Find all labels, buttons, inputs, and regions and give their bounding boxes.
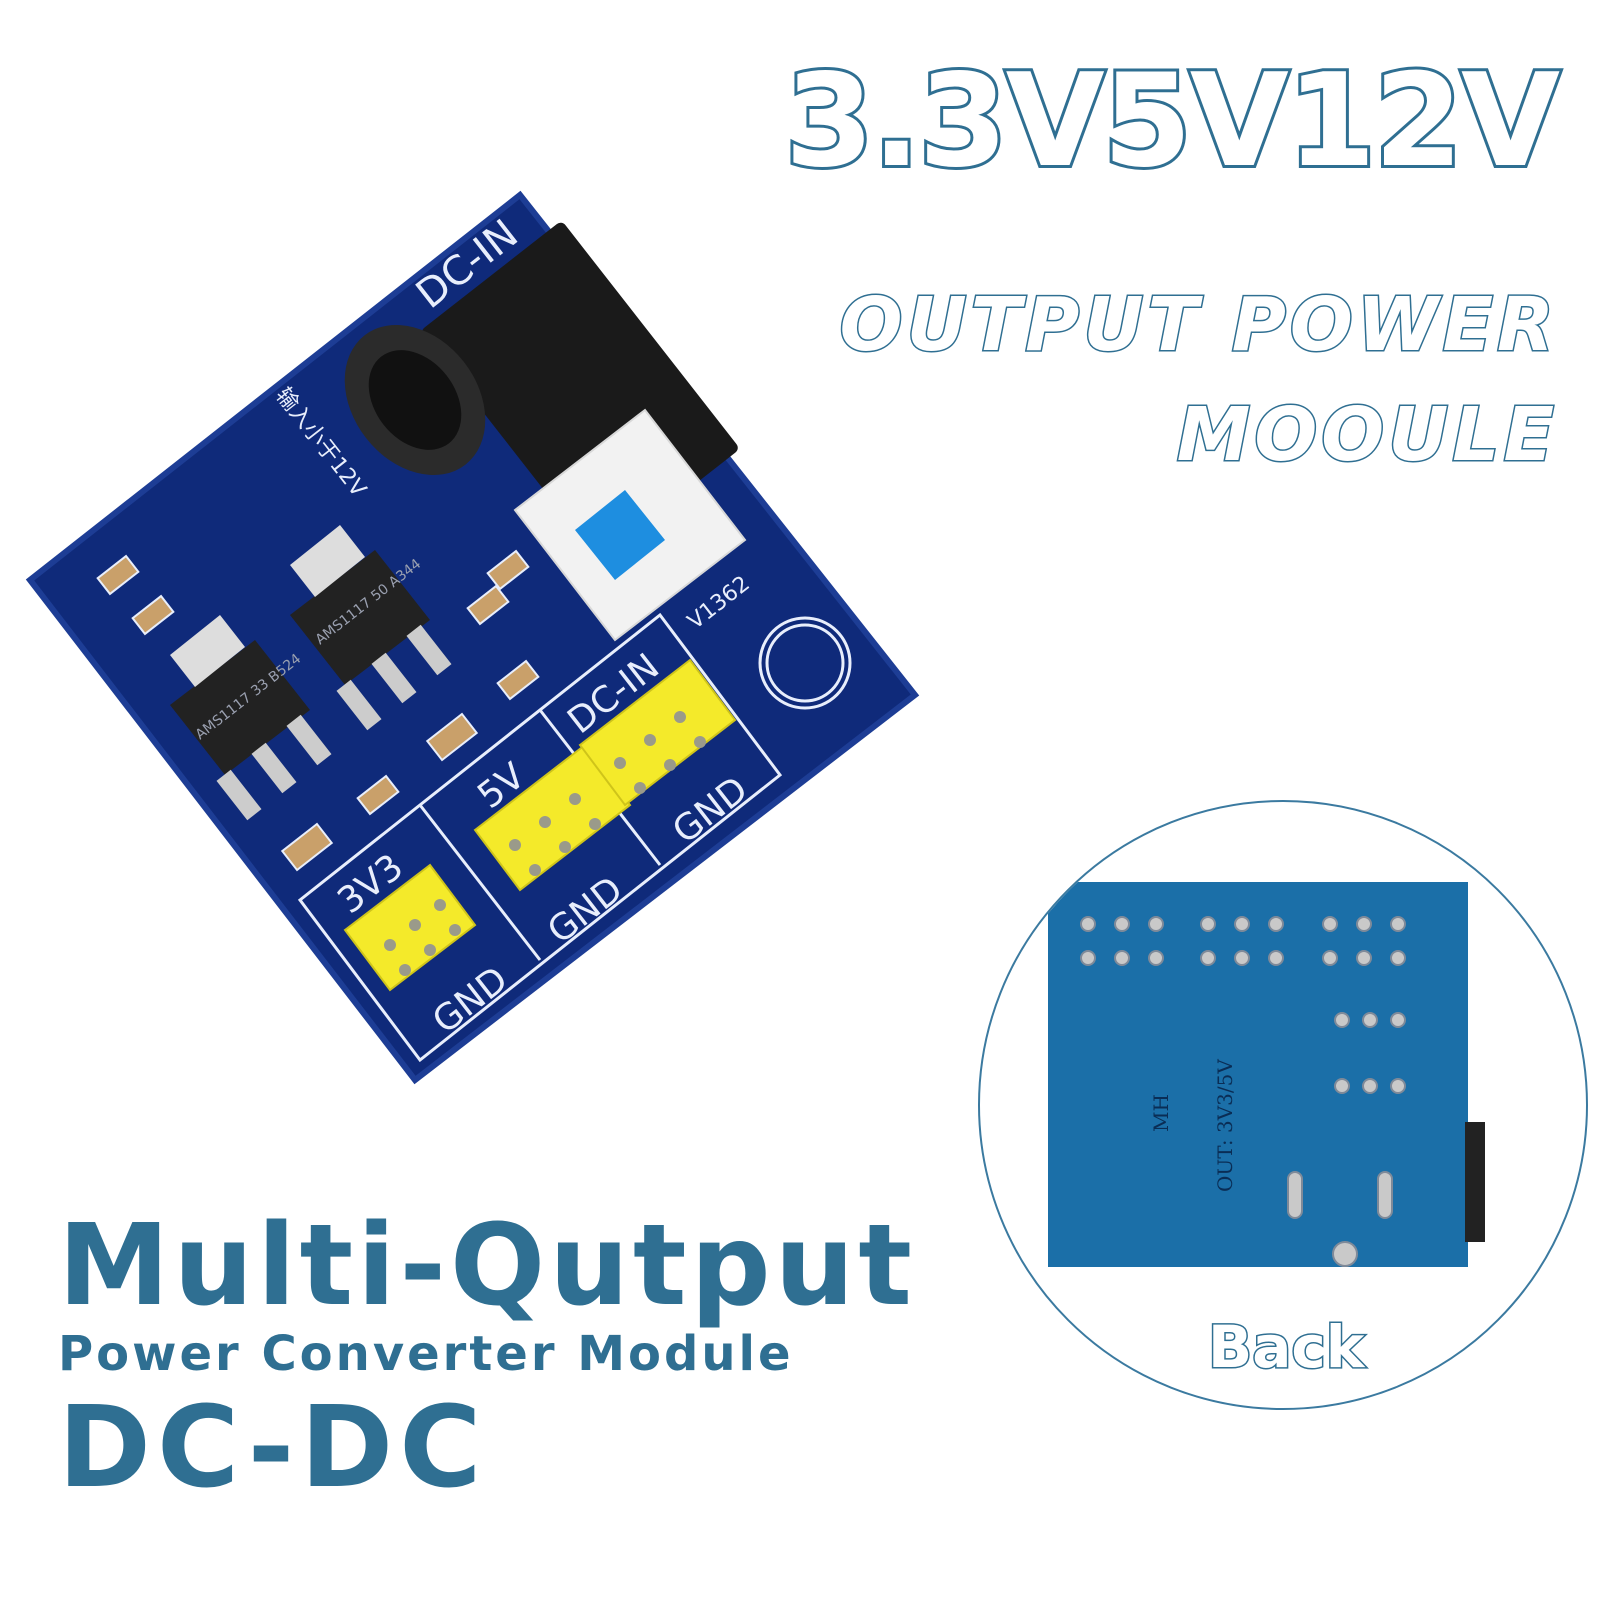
regulator-1 [170,615,332,821]
caption-type: DC-DC [58,1383,488,1513]
back-label: Back [1206,1313,1365,1381]
back-silk-mh: MH [1149,1094,1173,1132]
regulator-2 [290,525,452,731]
caption-subtitle: Power Converter Module [58,1326,794,1382]
headline-voltages: 3.3V5V12V [782,47,1563,196]
back-silk-out: OUT: 3V3/5V [1213,1059,1237,1192]
headline-line-1: OUTPUT POWER [838,282,1558,368]
back-view-circle: MH OUT: 3V3/5V [978,800,1588,1410]
power-switch [513,408,747,642]
caption-title: Multi-Qutput [58,1201,916,1331]
pcb-back-image: MH OUT: 3V3/5V [1048,882,1485,1267]
pcb-front-image: DC-IN 输入小于12V V1362 AMS1117 33 B524 AMS1… [25,190,920,1085]
headline-line-2: MOOULE [1175,392,1558,478]
